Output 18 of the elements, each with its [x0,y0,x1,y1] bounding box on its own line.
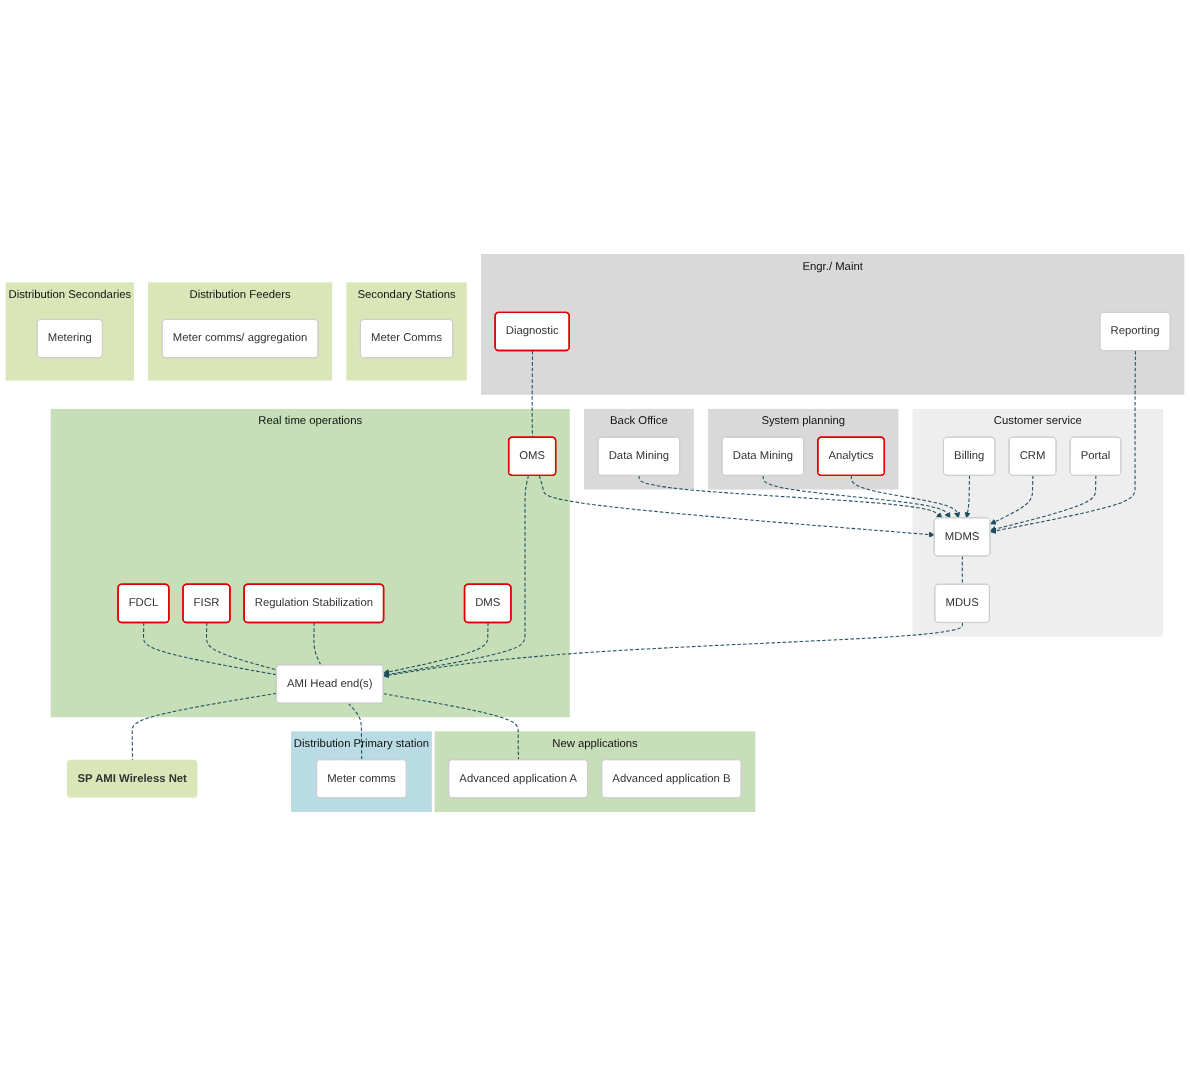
arrow [964,475,971,519]
connector [382,693,520,761]
arrow [762,475,951,519]
arrow [990,475,1097,532]
arrow [538,475,935,538]
arrow [990,350,1136,534]
arrow [990,475,1034,525]
arrow [383,622,489,675]
connector [531,350,534,439]
connector [313,622,322,666]
connector [961,555,963,586]
arrow [850,475,961,519]
connector [347,702,363,761]
arrow [638,475,943,519]
arrow [383,622,963,679]
arrow [383,475,529,678]
connector [131,692,278,761]
connector [143,622,278,676]
